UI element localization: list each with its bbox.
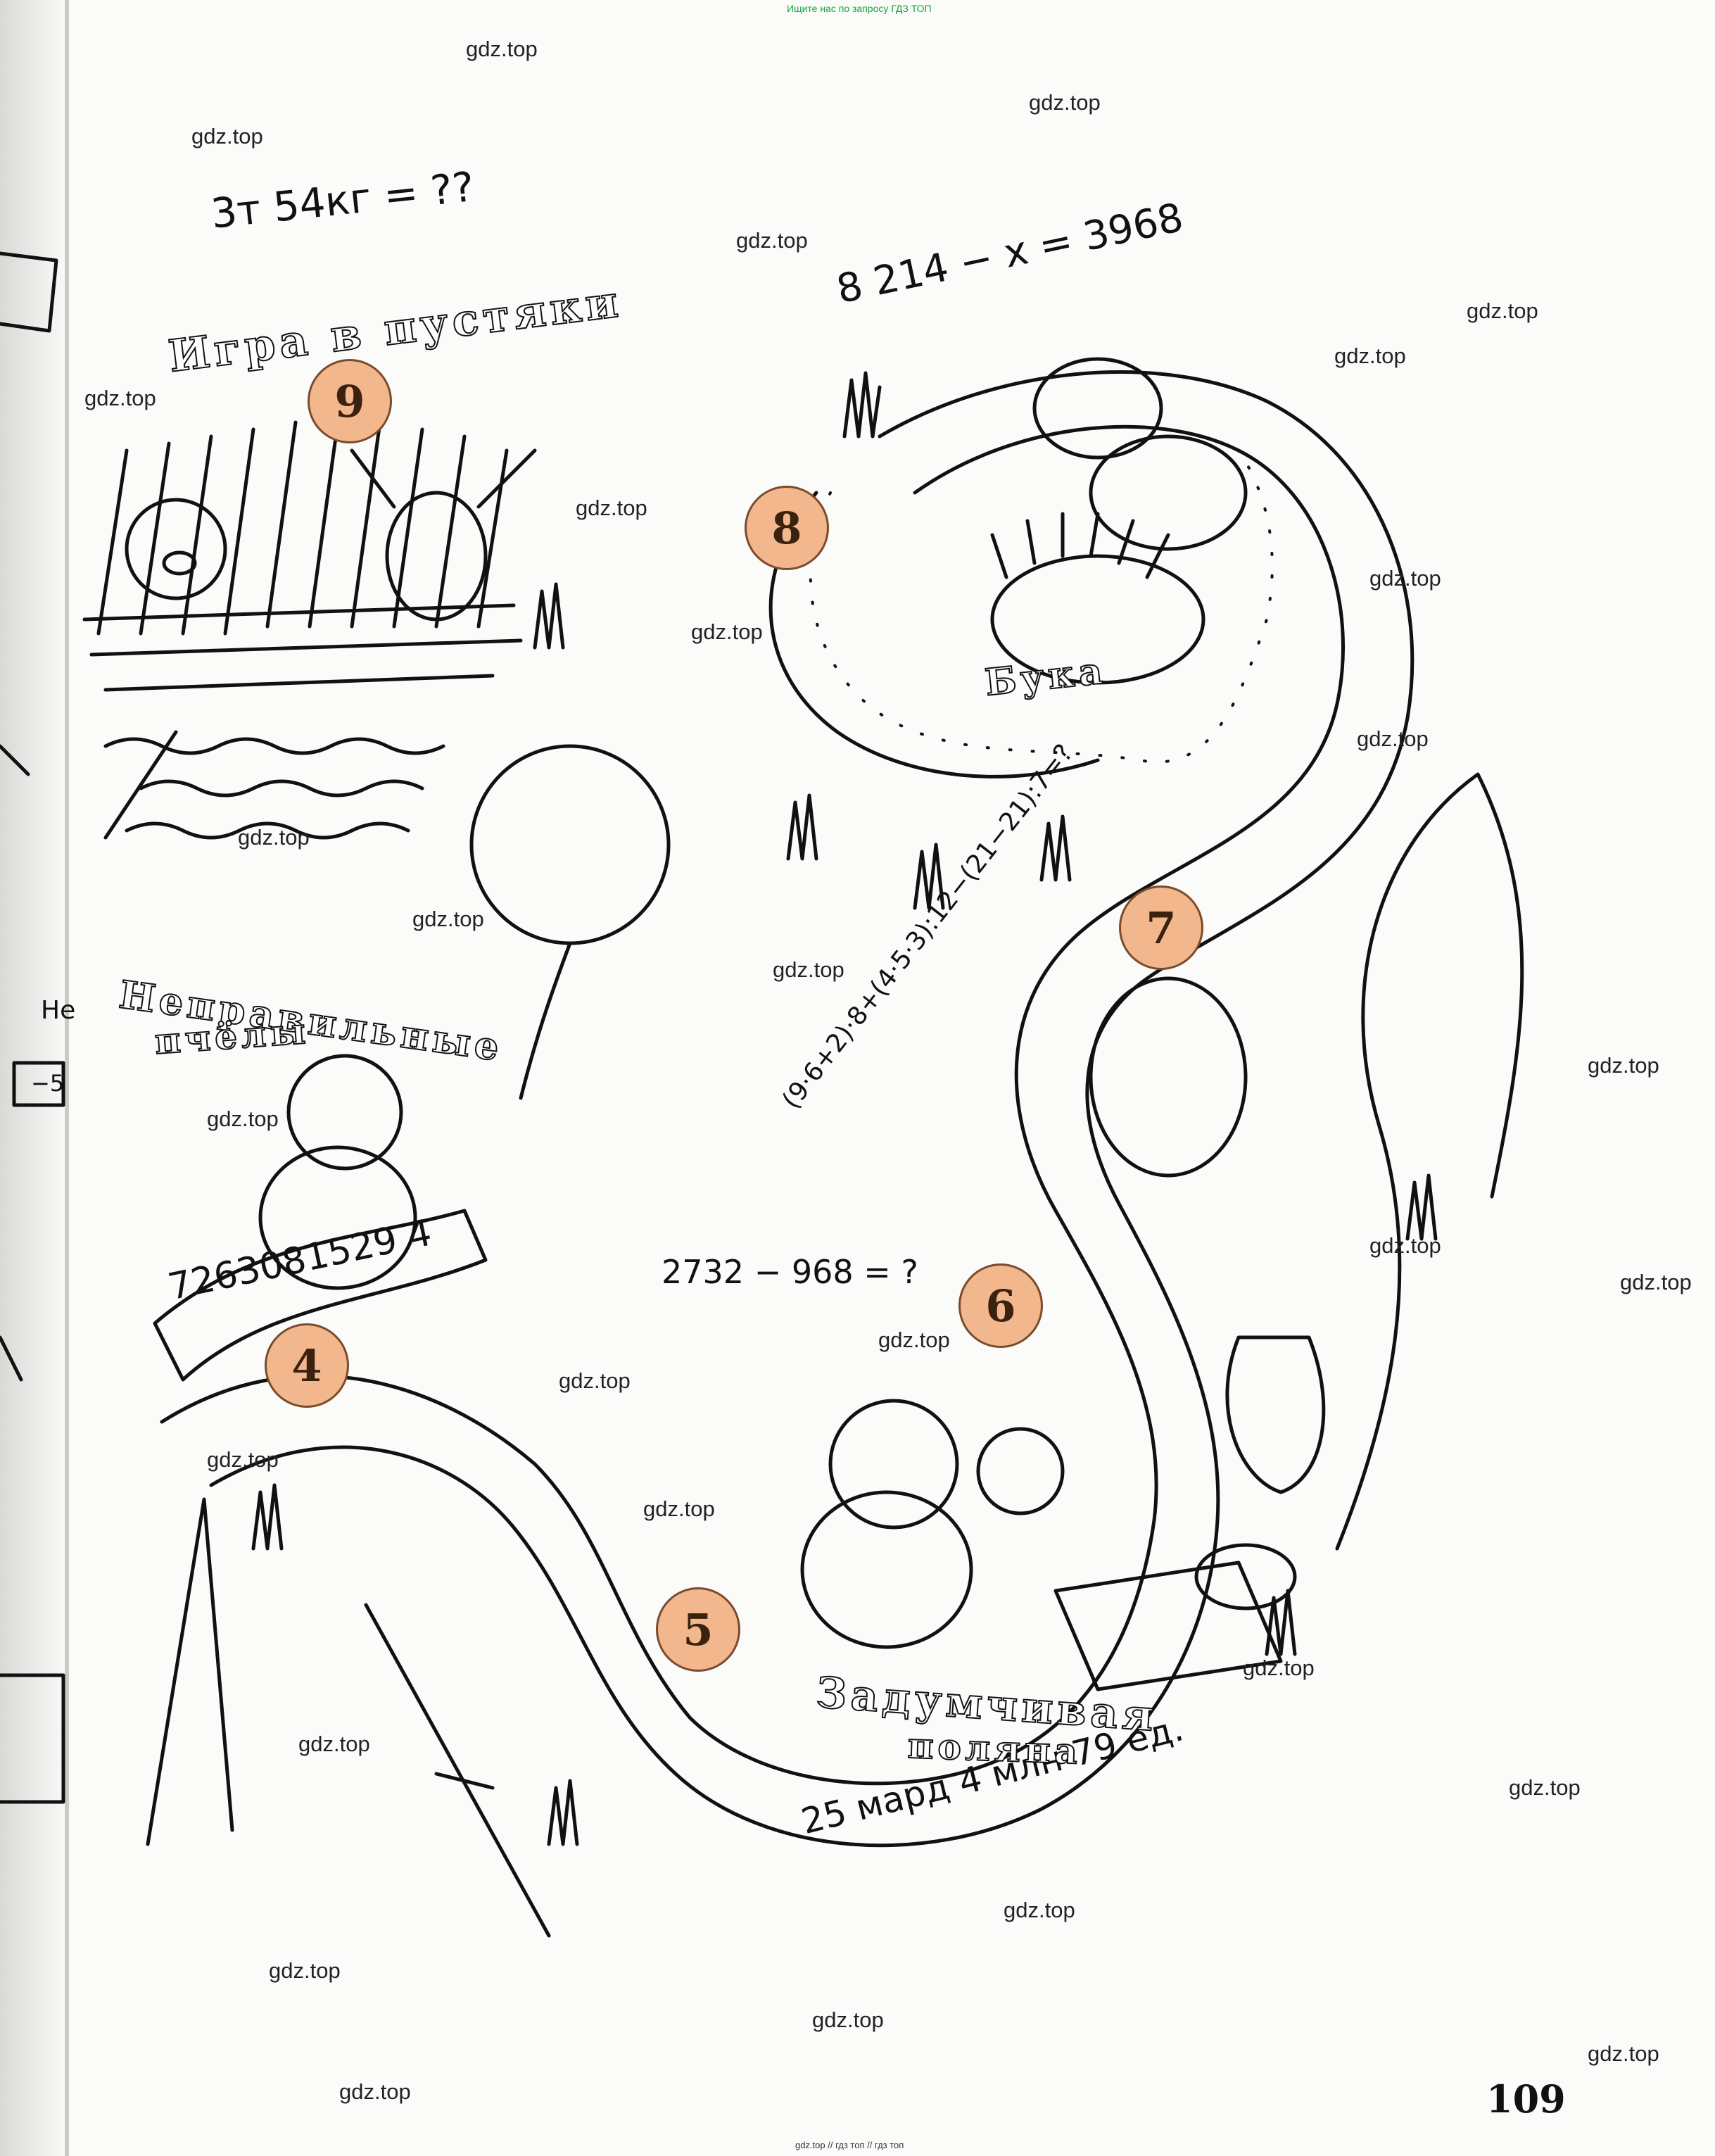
donkey-head bbox=[385, 491, 488, 622]
title-polyana-line2: поляна bbox=[906, 1724, 1083, 1773]
picnic-bear-body bbox=[800, 1490, 973, 1649]
raft bbox=[82, 603, 523, 692]
rabbit-body bbox=[1089, 434, 1248, 551]
watermark: gdz.top bbox=[1509, 1775, 1581, 1800]
watermark: gdz.top bbox=[269, 1958, 341, 1983]
watermark: gdz.top bbox=[1588, 2041, 1659, 2066]
watermark: gdz.top bbox=[1334, 343, 1406, 368]
stick bbox=[103, 730, 178, 840]
station-badge-8: 8 bbox=[745, 486, 829, 570]
watermark: gdz.top bbox=[559, 1368, 631, 1393]
watermark: gdz.top bbox=[1369, 1233, 1441, 1258]
top-note: Ищите нас по запросу ГДЗ ТОП bbox=[787, 3, 932, 14]
edge-banner bbox=[0, 251, 58, 333]
buka-spines bbox=[990, 512, 1170, 579]
watermark: gdz.top bbox=[1467, 298, 1538, 323]
watermark: gdz.top bbox=[207, 1107, 279, 1131]
picnic-piglet-head bbox=[976, 1427, 1065, 1515]
watermark: gdz.top bbox=[298, 1732, 370, 1756]
watermark: gdz.top bbox=[812, 2007, 884, 2032]
watermark: gdz.top bbox=[643, 1496, 715, 1521]
scroll-banner bbox=[153, 1209, 488, 1382]
watermark: gdz.top bbox=[191, 124, 263, 149]
subtraction-6: 2732 − 968 = ? bbox=[662, 1253, 918, 1291]
watermark: gdz.top bbox=[691, 619, 763, 644]
station-badge-4: 4 bbox=[265, 1323, 349, 1408]
watermark: gdz.top bbox=[84, 386, 156, 410]
watermark: gdz.top bbox=[1620, 1270, 1692, 1294]
buka-creature bbox=[990, 554, 1205, 685]
watermark: gdz.top bbox=[207, 1447, 279, 1472]
rabbit-head bbox=[1032, 357, 1163, 460]
grass-tufts bbox=[251, 371, 1438, 1846]
watermark: gdz.top bbox=[466, 37, 538, 61]
gutter-line bbox=[65, 0, 69, 2156]
fishing-rod bbox=[146, 1497, 234, 1846]
watermark: gdz.top bbox=[1588, 1053, 1659, 1078]
edge-box-text: −5 bbox=[31, 1070, 65, 1097]
watermark: gdz.top bbox=[576, 496, 647, 520]
bottom-note: gdz.top // гдз топ // гдз топ bbox=[795, 2140, 904, 2150]
bear-head bbox=[286, 1054, 403, 1171]
watermark: gdz.top bbox=[1369, 566, 1441, 591]
edge-fragment-lines bbox=[0, 744, 65, 1804]
owl bbox=[1089, 976, 1248, 1178]
watermark: gdz.top bbox=[736, 228, 808, 253]
footprints bbox=[809, 449, 1274, 764]
watermark: gdz.top bbox=[773, 957, 844, 982]
watermark: gdz.top bbox=[1029, 90, 1101, 115]
watermark: gdz.top bbox=[1004, 1898, 1075, 1922]
station-badge-9: 9 bbox=[308, 359, 392, 443]
picnic-blanket bbox=[1053, 1561, 1283, 1691]
piglet-snout bbox=[162, 550, 197, 576]
watermark: gdz.top bbox=[238, 825, 310, 850]
watermark: gdz.top bbox=[1243, 1656, 1315, 1680]
balloon bbox=[469, 744, 671, 945]
station-badge-7: 7 bbox=[1119, 885, 1203, 970]
edge-fragment-box bbox=[12, 1061, 65, 1107]
picnic-bear-head bbox=[828, 1399, 959, 1530]
edge-sign-text: Не bbox=[41, 996, 76, 1025]
watermark: gdz.top bbox=[878, 1328, 950, 1352]
page-gutter bbox=[0, 0, 70, 2156]
station-badge-5: 5 bbox=[656, 1587, 740, 1672]
raft-logs bbox=[96, 420, 509, 636]
watermark: gdz.top bbox=[412, 907, 484, 931]
path-upper bbox=[768, 491, 1100, 778]
waves bbox=[103, 737, 445, 840]
piglet-head bbox=[125, 498, 227, 600]
path-outline-right bbox=[209, 370, 1415, 1848]
watermark: gdz.top bbox=[1357, 726, 1429, 751]
tree bbox=[1335, 772, 1524, 1551]
umbrella bbox=[364, 1603, 551, 1938]
station-badge-6: 6 bbox=[958, 1263, 1043, 1348]
donkey-ears bbox=[350, 448, 537, 509]
balloon-string bbox=[519, 941, 572, 1100]
picnic-basket bbox=[1194, 1543, 1297, 1610]
rabbit-standing bbox=[1225, 1335, 1326, 1494]
bear-body bbox=[258, 1145, 417, 1290]
page-number: 109 bbox=[1486, 2076, 1566, 2122]
path-outline-left bbox=[160, 424, 1345, 1786]
watermark: gdz.top bbox=[339, 2079, 411, 2104]
